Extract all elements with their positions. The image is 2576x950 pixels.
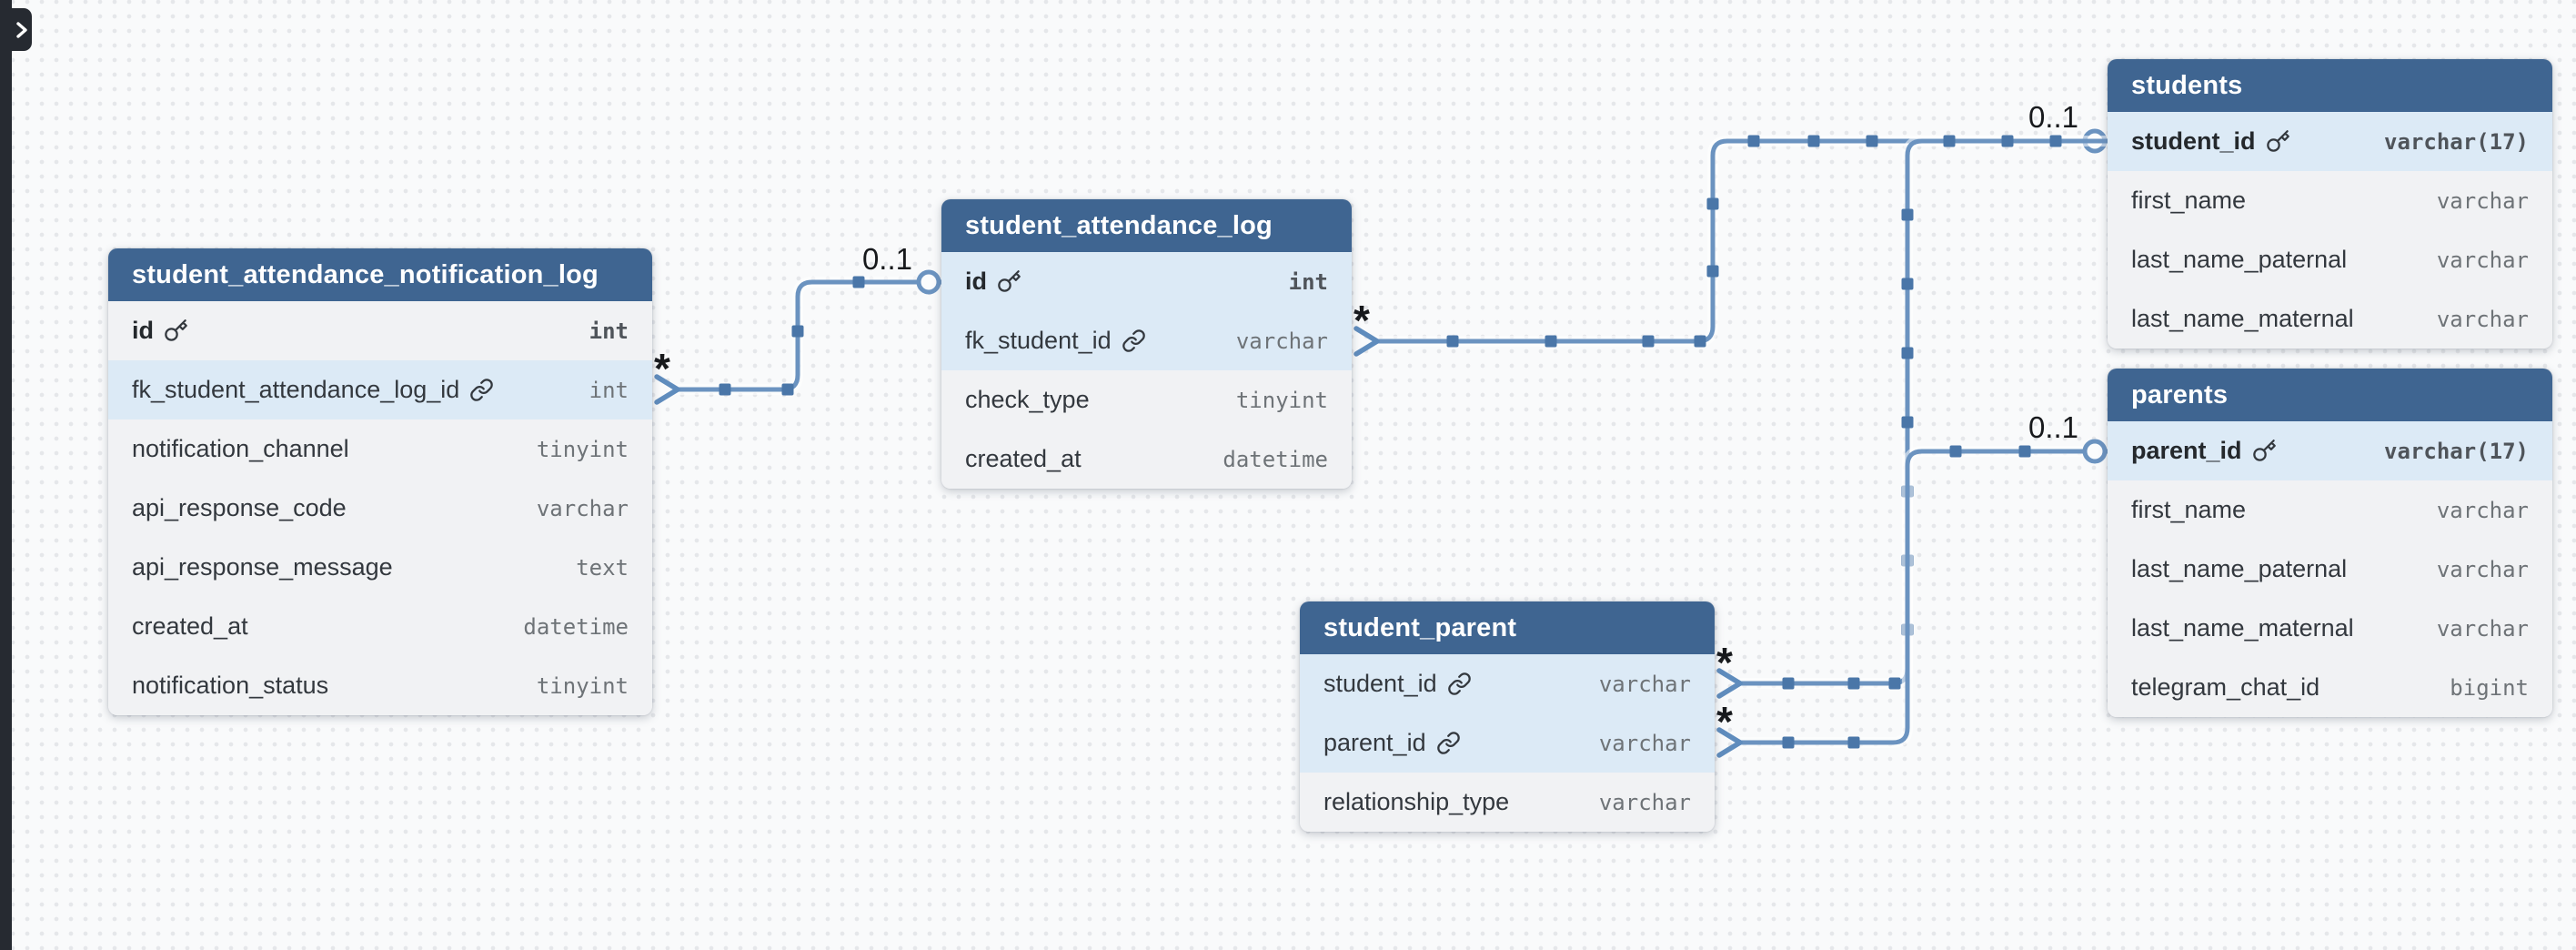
column-row[interactable]: first_name varchar xyxy=(2108,480,2552,540)
zero-or-one-circle-icon xyxy=(2082,439,2108,464)
waypoint-handle[interactable] xyxy=(2049,135,2062,147)
waypoint-handle[interactable] xyxy=(1642,335,1655,348)
waypoint-handle[interactable] xyxy=(1807,135,1820,147)
cardinality-many-label: * xyxy=(1353,297,1370,344)
table-title: student_parent xyxy=(1323,612,1517,642)
table-title: students xyxy=(2131,70,2243,100)
table-title: student_attendance_notification_log xyxy=(132,259,599,289)
key-icon xyxy=(2266,129,2290,154)
waypoint-handle[interactable] xyxy=(1545,335,1557,348)
relationship-line[interactable] xyxy=(675,279,944,392)
waypoint-handle[interactable] xyxy=(1694,335,1706,348)
relationship-line-halo xyxy=(1370,136,2113,347)
column-row[interactable]: check_type tinyint xyxy=(941,370,1352,430)
waypoint-handle[interactable] xyxy=(1901,278,1914,290)
zero-or-one-circle-icon xyxy=(916,269,941,295)
table-header[interactable]: student_attendance_notification_log xyxy=(108,248,652,301)
relationship-line[interactable] xyxy=(1736,449,2110,745)
waypoint-handle[interactable] xyxy=(1706,197,1719,210)
table-title: student_attendance_log xyxy=(965,210,1273,240)
table-title: parents xyxy=(2131,379,2229,409)
column-row[interactable]: last_name_paternal varchar xyxy=(2108,540,2552,599)
relationship-line-halo xyxy=(1733,446,2113,748)
waypoint-handle[interactable] xyxy=(1847,736,1860,749)
column-row[interactable]: fk_student_attendance_log_id int xyxy=(108,360,652,419)
column-row[interactable]: created_at datetime xyxy=(941,430,1352,489)
waypoint-handle[interactable] xyxy=(1866,135,1878,147)
table-student-parent[interactable]: student_parent student_id varchar parent… xyxy=(1300,601,1715,832)
column-row[interactable]: notification_status tinyint xyxy=(108,656,652,715)
column-row[interactable]: last_name_paternal varchar xyxy=(2108,230,2552,289)
table-header[interactable]: students xyxy=(2108,59,2552,112)
table-header[interactable]: student_parent xyxy=(1300,601,1715,654)
sidebar-rail xyxy=(0,0,12,950)
many-arrow-icon xyxy=(654,374,680,405)
table-student-attendance-log[interactable]: student_attendance_log id int fk_student… xyxy=(941,199,1352,489)
waypoint-handle[interactable] xyxy=(1901,208,1914,221)
key-icon xyxy=(2252,439,2277,463)
waypoint-handle[interactable] xyxy=(1888,677,1901,690)
key-icon xyxy=(164,318,188,343)
waypoint-handle[interactable] xyxy=(1706,265,1719,278)
cardinality-zero-one-label: 0..1 xyxy=(2028,100,2078,134)
waypoint-handle[interactable] xyxy=(1901,347,1914,359)
cardinality-zero-one-label: 0..1 xyxy=(2028,410,2078,444)
table-parents[interactable]: parents parent_id varchar(17) first_name… xyxy=(2108,369,2552,717)
waypoint-handle[interactable] xyxy=(852,276,865,288)
waypoint-handle[interactable] xyxy=(1747,135,1760,147)
waypoint-handle[interactable] xyxy=(1782,677,1795,690)
link-icon xyxy=(469,378,494,402)
link-icon xyxy=(1122,328,1146,353)
table-students[interactable]: students student_id varchar(17) first_na… xyxy=(2108,59,2552,349)
many-arrow-icon xyxy=(1716,668,1743,699)
waypoint-handle[interactable] xyxy=(2001,135,2014,147)
waypoint-handle[interactable] xyxy=(1949,445,1962,458)
waypoint-handle[interactable] xyxy=(2018,445,2031,458)
column-row[interactable]: first_name varchar xyxy=(2108,171,2552,230)
column-row[interactable]: id int xyxy=(108,301,652,360)
column-row[interactable]: student_id varchar(17) xyxy=(2108,112,2552,171)
column-row[interactable]: telegram_chat_id bigint xyxy=(2108,658,2552,717)
waypoint-handle[interactable] xyxy=(1901,416,1914,429)
waypoint-handle[interactable] xyxy=(1446,335,1459,348)
column-row[interactable]: id int xyxy=(941,252,1352,311)
column-row[interactable]: last_name_maternal varchar xyxy=(2108,289,2552,349)
waypoint-handle[interactable] xyxy=(1847,677,1860,690)
waypoint-handle[interactable] xyxy=(781,383,794,396)
column-row[interactable]: parent_id varchar(17) xyxy=(2108,421,2552,480)
column-row[interactable]: created_at datetime xyxy=(108,597,652,656)
chevron-right-icon xyxy=(13,20,31,40)
sidebar-expand-button[interactable] xyxy=(12,8,32,51)
cardinality-many-label: * xyxy=(1716,698,1733,745)
many-arrow-icon xyxy=(1353,326,1380,357)
column-row[interactable]: api_response_message text xyxy=(108,538,652,597)
relationship-line[interactable] xyxy=(1373,138,2110,344)
column-row[interactable]: parent_id varchar xyxy=(1300,713,1715,773)
key-icon xyxy=(997,269,1021,294)
waypoint-handle[interactable] xyxy=(791,325,804,338)
column-row[interactable]: notification_channel tinyint xyxy=(108,419,652,479)
table-student-attendance-notification-log[interactable]: student_attendance_notification_log id i… xyxy=(108,248,652,715)
many-arrow-icon xyxy=(1716,727,1743,758)
table-header[interactable]: student_attendance_log xyxy=(941,199,1352,252)
column-row[interactable]: fk_student_id varchar xyxy=(941,311,1352,370)
column-row[interactable]: api_response_code varchar xyxy=(108,479,652,538)
cardinality-zero-one-label: 0..1 xyxy=(862,242,912,276)
cardinality-many-label: * xyxy=(1716,639,1733,686)
waypoint-handle[interactable] xyxy=(1782,736,1795,749)
cardinality-many-label: * xyxy=(654,345,670,392)
link-icon xyxy=(1447,672,1472,696)
waypoint-handle[interactable] xyxy=(719,383,731,396)
relationship-line-halo xyxy=(672,277,947,395)
link-icon xyxy=(1436,731,1461,755)
waypoint-handle[interactable] xyxy=(1943,135,1956,147)
table-header[interactable]: parents xyxy=(2108,369,2552,421)
column-row[interactable]: student_id varchar xyxy=(1300,654,1715,713)
column-row[interactable]: last_name_maternal varchar xyxy=(2108,599,2552,658)
column-row[interactable]: relationship_type varchar xyxy=(1300,773,1715,832)
